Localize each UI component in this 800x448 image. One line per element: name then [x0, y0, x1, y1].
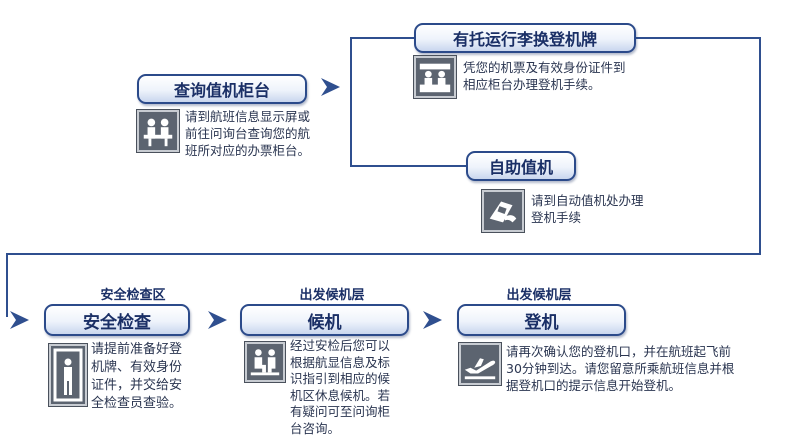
flow-arrow-icon: [423, 311, 442, 329]
step-security-caption: 安全检查区: [100, 288, 166, 303]
flow-arrow-icon: [208, 311, 227, 329]
waiting-seats-icon: [244, 341, 286, 383]
step-waiting-title: 候机: [240, 304, 409, 336]
flow-line: [759, 37, 761, 254]
flow-arrow-icon: [10, 311, 29, 329]
flow-line: [6, 253, 761, 255]
step-security-title: 安全检查: [44, 304, 190, 336]
step-self-checkin-desc: 请到自动值机处办理 登机手续: [531, 193, 644, 225]
security-gate-icon: [48, 343, 88, 407]
step-check-in-counter-title: 查询值机柜台: [137, 74, 307, 104]
flow-line: [6, 253, 8, 317]
flow-line: [350, 165, 468, 167]
flow-line: [635, 37, 760, 39]
step-waiting-desc: 经过安检后您可以 根据航显信息及标 识指引到相应的候 机区休息候机。若 有疑问可…: [290, 338, 391, 436]
flow-line: [350, 37, 418, 39]
step-baggage-checkin-desc: 凭您的机票及有效身份证件到 相应柜台办理登机手续。: [463, 60, 626, 92]
step-boarding-desc: 请再次确认您的登机口，并在航班起飞前 30分钟到达。请您留意所乘航班信息并根 据…: [506, 344, 735, 393]
step-boarding-caption: 出发候机层: [506, 288, 572, 303]
step-boarding-title: 登机: [457, 304, 626, 336]
flow-arrow-icon: [321, 78, 340, 96]
departing-plane-icon: [458, 342, 502, 386]
flow-line: [350, 37, 352, 166]
step-check-in-counter-desc: 请到航班信息显示屏或 前往问询台查询您的航 班所对应的办票柜台。: [185, 109, 311, 158]
check-in-counter-icon: [413, 55, 457, 99]
people-at-counter-icon: [136, 109, 180, 153]
step-security-desc: 请提前准备好登 机牌、有效身份 证件，并交给安 全检查员查验。: [91, 342, 183, 411]
step-waiting-caption: 出发候机层: [299, 288, 365, 303]
step-baggage-checkin-title: 有托运行李换登机牌: [414, 23, 636, 53]
self-service-kiosk-icon: [481, 189, 525, 233]
step-self-checkin-title: 自助值机: [466, 151, 576, 181]
